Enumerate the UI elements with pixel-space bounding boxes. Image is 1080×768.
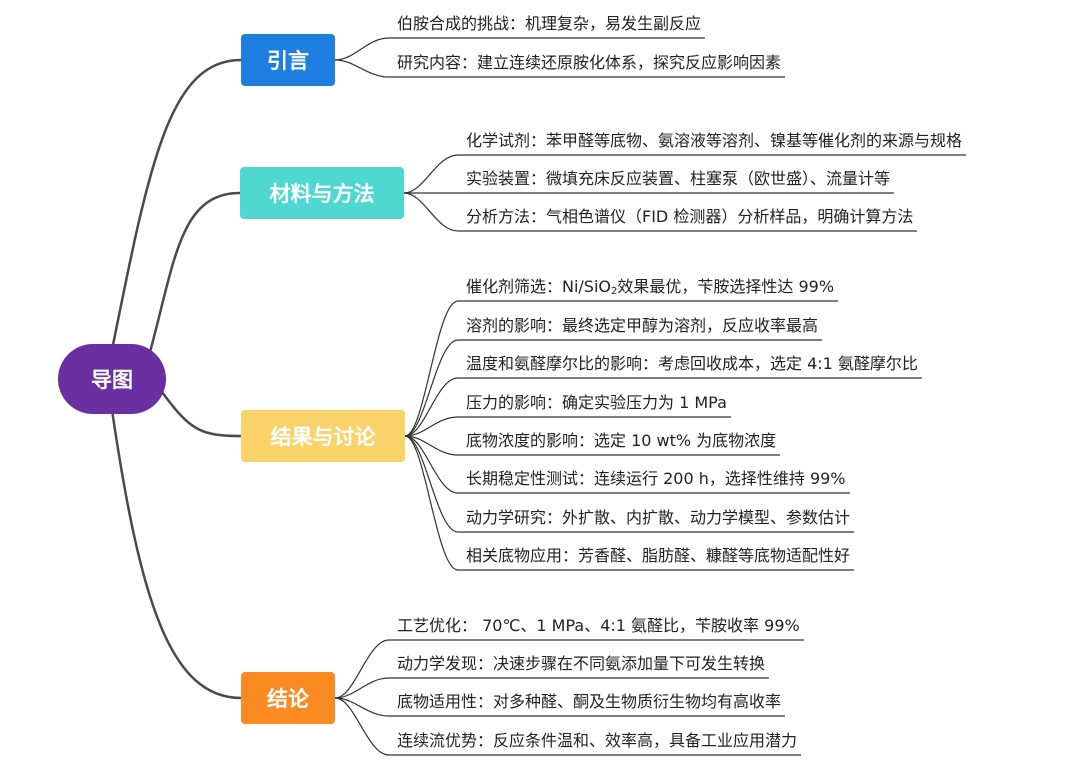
branch-label: 引言 <box>267 49 309 73</box>
leaf-connector <box>404 435 854 533</box>
root-link-conclusion <box>110 409 242 700</box>
leaf-connector <box>404 377 922 437</box>
leaf-connector <box>404 416 731 437</box>
leaf-connector <box>404 435 854 571</box>
leaf-connector <box>334 697 801 756</box>
root-link-materials-methods <box>148 191 241 353</box>
leaf-item[interactable]: 底物适用性：对多种醛、酮及生物质衍生物均有高收率 <box>397 692 782 711</box>
leaf-connector <box>404 435 850 494</box>
branch-label: 结论 <box>267 687 309 711</box>
leaf-item[interactable]: 溶剂的影响：最终选定甲醇为溶剂，反应收率最高 <box>466 316 819 335</box>
leaf-item[interactable]: 伯胺合成的挑战：机理复杂，易发生副反应 <box>397 14 702 33</box>
branch-label: 材料与方法 <box>269 182 375 206</box>
leaf-connector <box>404 435 780 456</box>
leaf-connector <box>403 154 966 194</box>
leaf-item[interactable]: 温度和氨醛摩尔比的影响：考虑回收成本，选定 4:1 氨醛摩尔比 <box>466 354 918 373</box>
root-link-results-discussion <box>160 391 242 438</box>
leaf-connector <box>334 37 705 61</box>
leaf-connector <box>404 339 822 437</box>
leaf-connector <box>334 639 804 699</box>
leaf-item[interactable]: 长期稳定性测试：连续运行 200 h，选择性维持 99% <box>466 469 846 488</box>
leaf-connector <box>403 192 917 232</box>
leaf-item[interactable]: 动力学研究：外扩散、内扩散、动力学模型、参数估计 <box>466 508 851 527</box>
leaf-connector <box>334 677 769 699</box>
branch-introduction[interactable]: 引言 <box>241 34 335 86</box>
leaf-item[interactable]: 实验装置：微填充床反应装置、柱塞泵（欧世盛）、流量计等 <box>466 169 891 188</box>
leaf-connector <box>334 59 785 78</box>
branch-results-discussion[interactable]: 结果与讨论 <box>241 410 405 462</box>
branch-conclusion[interactable]: 结论 <box>241 672 335 724</box>
leaf-item[interactable]: 连续流优势：反应条件温和、效率高，具备工业应用潜力 <box>397 731 798 750</box>
leaf-item[interactable]: 工艺优化： 70℃、1 MPa、4:1 氨醛比，苄胺收率 99% <box>397 616 800 635</box>
root-label: 导图 <box>91 368 133 392</box>
branch-label: 结果与讨论 <box>270 425 376 449</box>
leaf-item[interactable]: 催化剂筛选：Ni/SiO2效果最优，苄胺选择性达 99% <box>466 277 835 297</box>
leaf-item[interactable]: 底物浓度的影响：选定 10 wt% 为底物浓度 <box>466 431 777 450</box>
root-node[interactable]: 导图 <box>58 344 166 414</box>
leaf-item[interactable]: 化学试剂：苯甲醛等底物、氨溶液等溶剂、镍基等催化剂的来源与规格 <box>466 131 963 150</box>
root-link-introduction <box>110 58 242 351</box>
leaf-item[interactable]: 动力学发现：决速步骤在不同氨添加量下可发生转换 <box>397 654 766 673</box>
leaf-connector <box>404 300 838 437</box>
leaf-item[interactable]: 压力的影响：确定实验压力为 1 MPa <box>466 393 727 412</box>
leaf-connector <box>334 697 785 717</box>
leaf-item[interactable]: 相关底物应用：芳香醛、脂肪醛、糠醛等底物适配性好 <box>466 546 851 565</box>
leaf-item[interactable]: 研究内容：建立连续还原胺化体系，探究反应影响因素 <box>397 53 782 72</box>
branch-materials-methods[interactable]: 材料与方法 <box>240 167 404 219</box>
leaf-item[interactable]: 分析方法：气相色谱仪（FID 检测器）分析样品，明确计算方法 <box>466 207 914 226</box>
